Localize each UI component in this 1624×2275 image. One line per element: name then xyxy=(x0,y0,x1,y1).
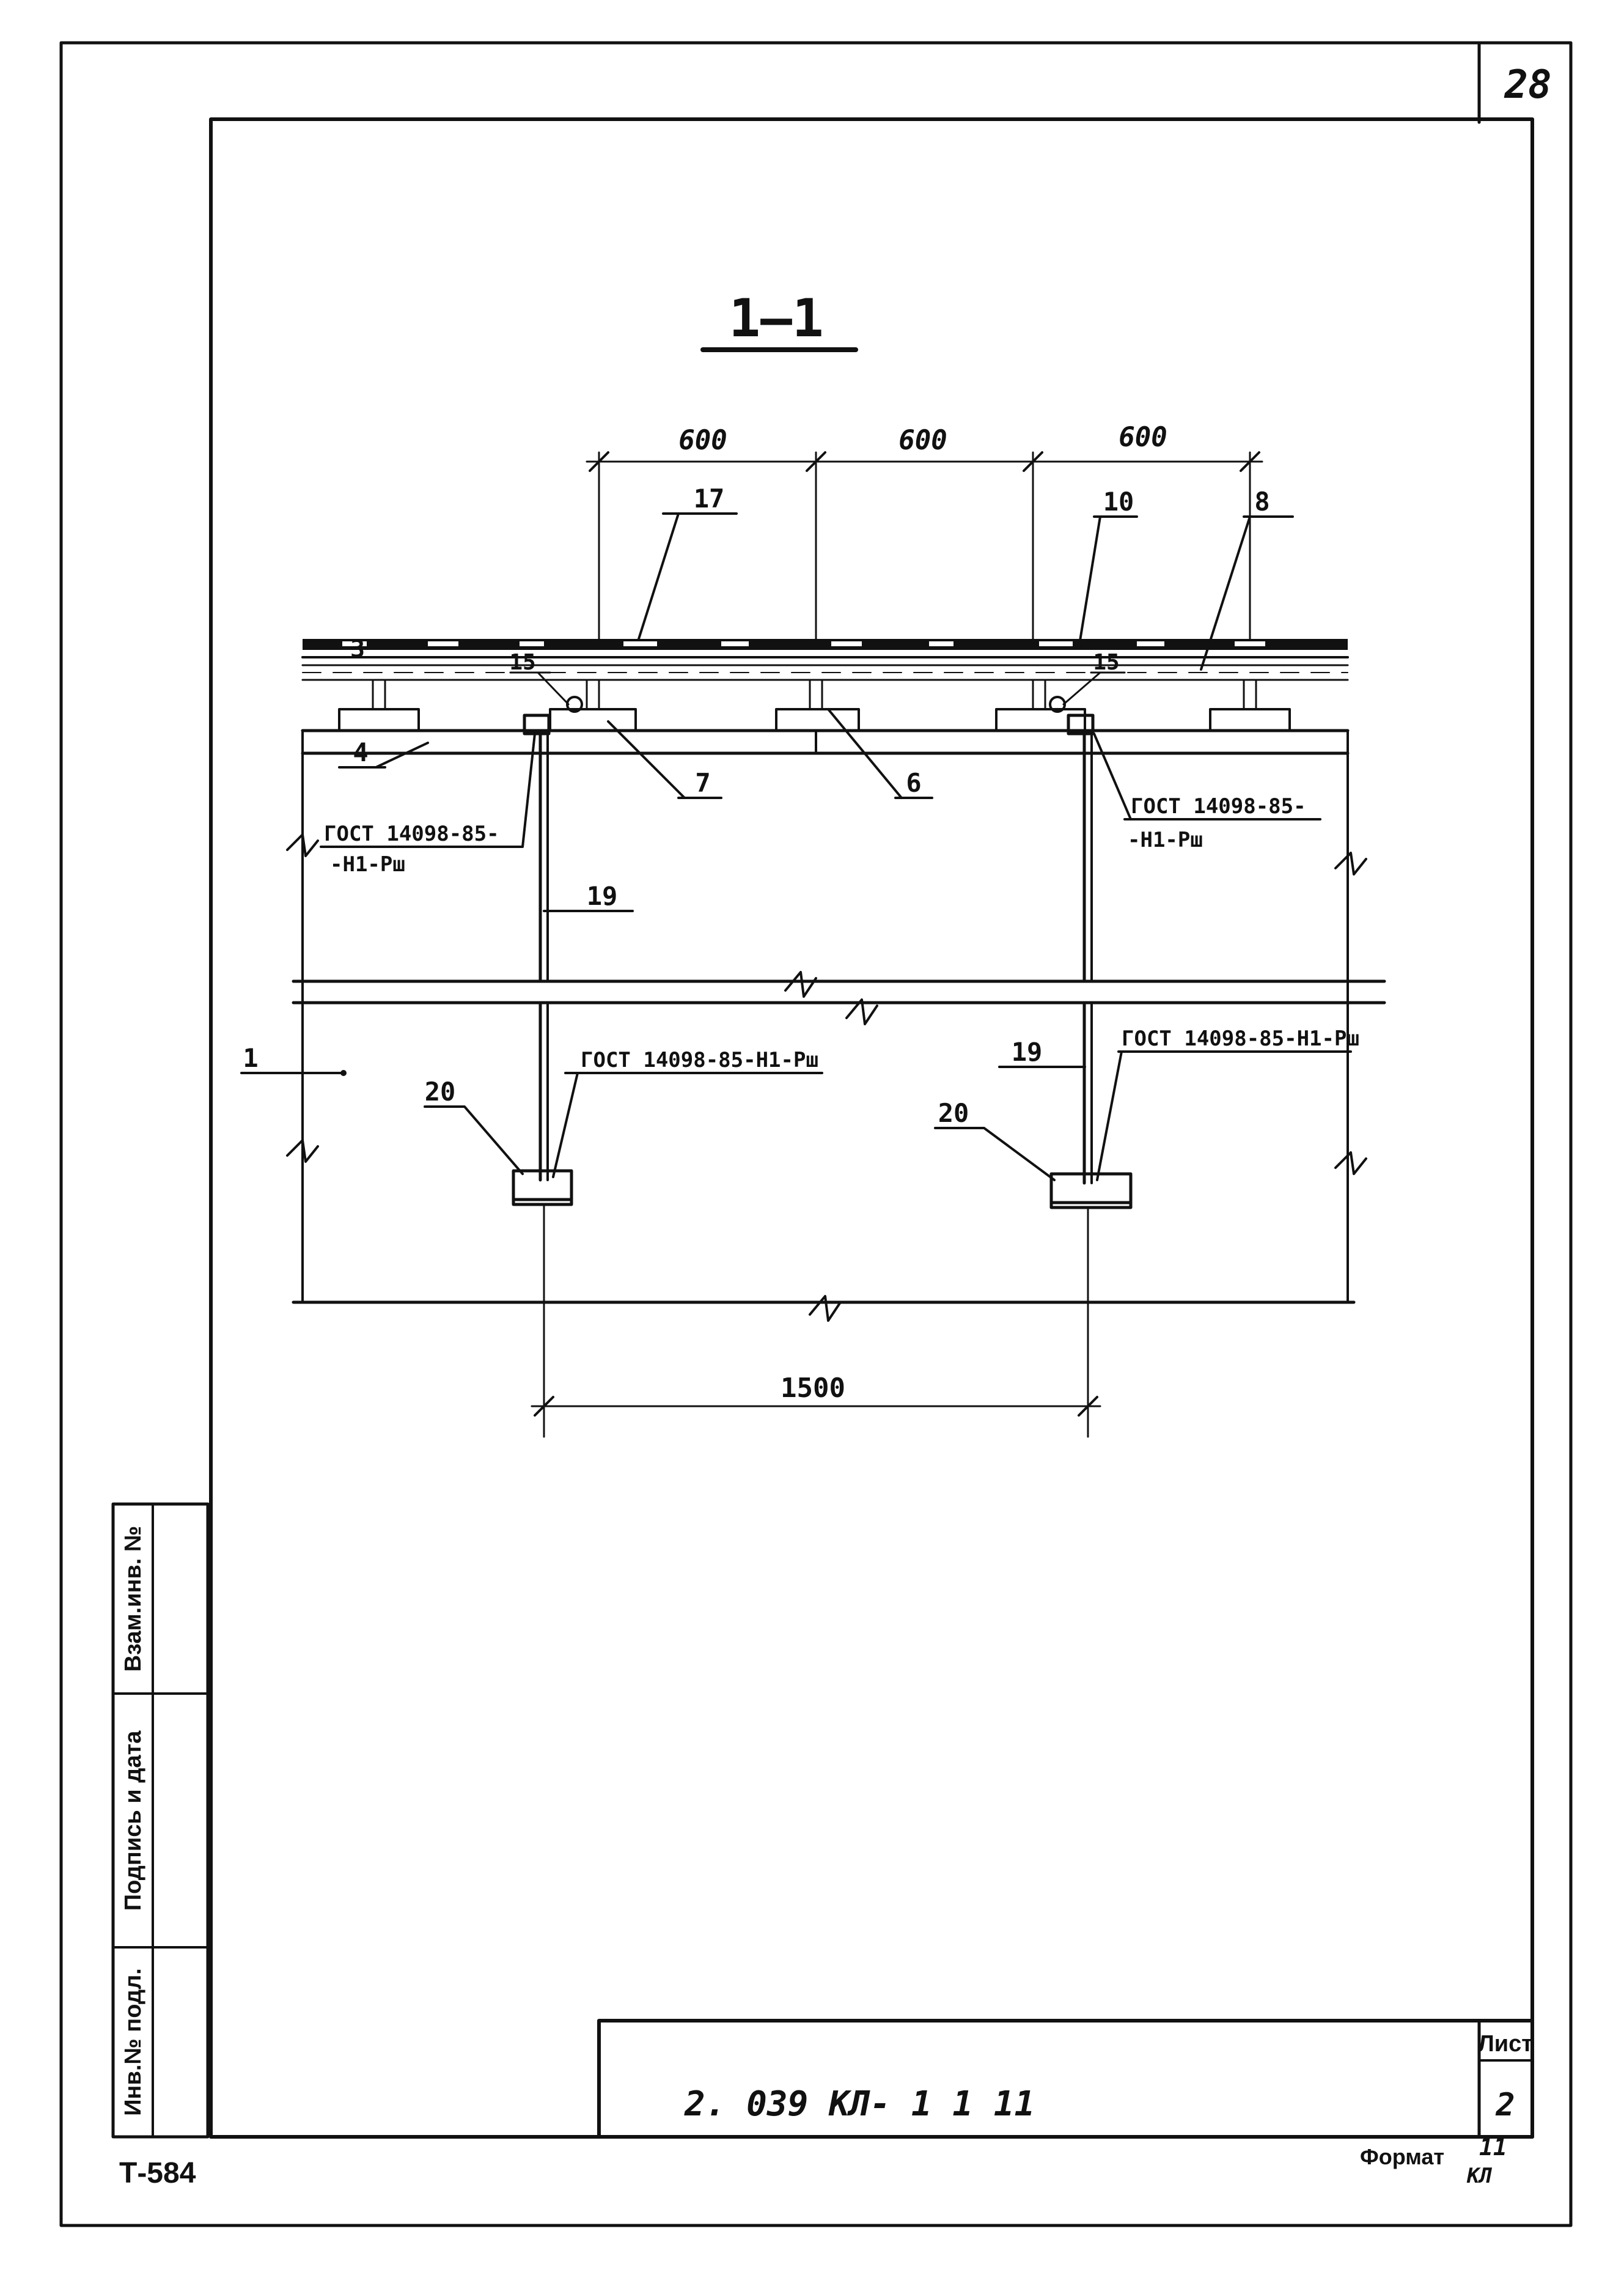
tick-mark xyxy=(1023,451,1043,472)
leader-gost-left-top xyxy=(320,732,536,848)
roofing-layer-top xyxy=(303,639,1348,650)
top-dimension: 600 600 600 xyxy=(586,422,1263,649)
footer: Т-584 Формат 11 КЛ xyxy=(119,2134,1507,2189)
side-stamp: Взам.инв. № Подпись и дата Инв.№ подл. xyxy=(111,1502,210,2139)
drawing-designation: 2. 039 КЛ- 1 1 11 xyxy=(684,2084,1035,2124)
section-title-group: 1—1 xyxy=(700,288,858,352)
leader-1-dot xyxy=(340,1070,347,1076)
gost-right-top-line2: -Н1-Рш xyxy=(1128,828,1203,852)
tick-mark xyxy=(589,451,609,472)
callout-10: 10 xyxy=(1103,487,1134,517)
callout-19-left: 19 xyxy=(587,881,618,911)
dimension-600-3: 600 xyxy=(1119,422,1167,453)
callout-4: 4 xyxy=(353,737,368,767)
leader-15-right xyxy=(1062,671,1126,706)
side-stamp-field-2: Подпись и дата xyxy=(120,1730,146,1911)
callout-17: 17 xyxy=(694,484,725,514)
sheet-number: 28 xyxy=(1504,62,1551,108)
leader-15-left xyxy=(509,671,570,706)
gost-left-top-line1: ГОСТ 14098-85- xyxy=(324,822,499,846)
footer-code: Т-584 xyxy=(119,2157,196,2189)
roof-assembly xyxy=(301,639,1350,755)
callout-20-left: 20 xyxy=(425,1077,456,1107)
gost-right-top-line1: ГОСТ 14098-85- xyxy=(1131,794,1306,819)
title-block-frame xyxy=(597,2019,1534,2139)
leader-gost-right-bottom xyxy=(1096,1050,1352,1181)
tick-mark xyxy=(1240,451,1260,472)
callout-15-right: 15 xyxy=(1093,650,1119,675)
inner-frame xyxy=(209,117,1534,2139)
leader-6 xyxy=(827,708,933,799)
support-pads xyxy=(338,708,1291,732)
leader-4 xyxy=(338,742,429,769)
side-stamp-field-3: Инв.№ подл. xyxy=(120,1968,146,2116)
sheet-label: Лист xyxy=(1478,2031,1533,2057)
callout-20-right: 20 xyxy=(938,1098,969,1128)
tick-mark xyxy=(1078,1396,1098,1417)
dimension-600-2: 600 xyxy=(898,425,947,456)
tick-mark xyxy=(806,451,826,472)
format-note: КЛ xyxy=(1466,2164,1492,2188)
leader-20-right xyxy=(934,1127,1056,1181)
side-stamp-frame xyxy=(111,1502,210,2139)
gost-right-bottom: ГОСТ 14098-85-Н1-Рш xyxy=(1122,1027,1359,1051)
sheet-frames: 28 xyxy=(59,41,1573,2227)
gost-left-top-line2: -Н1-Рш xyxy=(330,852,405,877)
leader-gost-right-top xyxy=(1093,732,1321,820)
leader-10 xyxy=(1078,515,1138,649)
section-title: 1—1 xyxy=(729,288,823,349)
side-stamp-field-1: Взам.инв. № xyxy=(120,1526,146,1672)
hangers xyxy=(512,732,1133,1209)
leader-8 xyxy=(1200,515,1294,671)
weight-left xyxy=(512,1169,573,1206)
title-block: 2. 039 КЛ- 1 1 11 Лист 2 xyxy=(597,2019,1534,2139)
weight-right xyxy=(1049,1172,1133,1209)
format-value: 11 xyxy=(1479,2134,1507,2161)
callouts: 17 10 8 3 15 15 4 7 6 19 19 1 20 20 xyxy=(240,484,1294,1181)
leader-17 xyxy=(637,512,738,640)
callout-19-right: 19 xyxy=(1012,1037,1043,1067)
break-symbol xyxy=(784,971,817,998)
tick-mark xyxy=(534,1396,554,1417)
wall-break xyxy=(286,833,319,857)
roofing-gaps xyxy=(342,641,1265,646)
callout-6: 6 xyxy=(906,768,921,798)
support-posts xyxy=(372,679,1257,710)
wall-break xyxy=(1334,852,1367,876)
outer-frame xyxy=(59,41,1573,2227)
callout-3: 3 xyxy=(350,635,365,663)
callout-1: 1 xyxy=(243,1043,258,1073)
leader-gost-left-bottom xyxy=(552,1072,823,1178)
sheet-value: 2 xyxy=(1495,2087,1515,2123)
leader-20-left xyxy=(424,1105,524,1175)
bottom-dimension: 1500 xyxy=(531,1203,1101,1438)
walls xyxy=(286,729,1386,1322)
callout-15-left: 15 xyxy=(509,650,535,675)
callout-7: 7 xyxy=(695,768,710,798)
dimension-1500: 1500 xyxy=(781,1373,845,1404)
break-symbol xyxy=(845,998,878,1025)
dimension-600-1: 600 xyxy=(678,425,727,456)
gost-left-bottom: ГОСТ 14098-85-Н1-Рш xyxy=(581,1048,818,1072)
callout-8: 8 xyxy=(1254,487,1269,517)
format-label: Формат xyxy=(1360,2144,1444,2169)
wall-break xyxy=(286,1139,319,1163)
leader-7 xyxy=(607,720,722,799)
bracket-left xyxy=(523,713,551,736)
bracket-right xyxy=(1067,713,1095,736)
break-symbol xyxy=(809,1295,842,1322)
gost-notes: ГОСТ 14098-85- -Н1-Рш ГОСТ 14098-85- -Н1… xyxy=(320,732,1359,1181)
wall-break xyxy=(1334,1151,1367,1175)
